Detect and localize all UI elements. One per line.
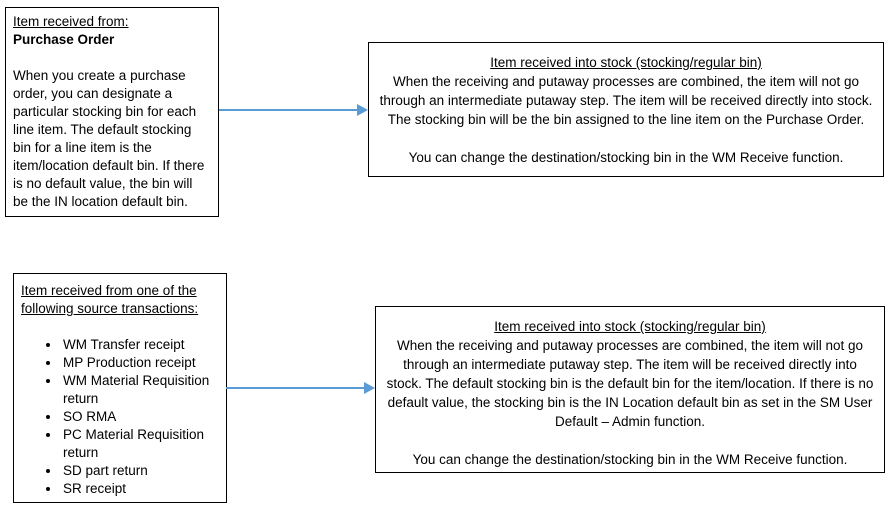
result-box-body: When the receiving and putaway processes…	[386, 338, 874, 429]
result-box-purchase-order: Item received into stock (stocking/regul…	[368, 42, 884, 177]
flow-arrow-bottom	[226, 382, 375, 394]
spacer	[13, 49, 211, 67]
result-box-transactions: Item received into stock (stocking/regul…	[375, 306, 885, 473]
result-box-body: When the receiving and putaway processes…	[379, 74, 873, 127]
result-box-heading: Item received into stock (stocking/regul…	[490, 55, 762, 70]
source-box-transactions: Item received from one of the following …	[13, 273, 227, 503]
list-item: PC Material Requisition return	[61, 426, 219, 462]
list-item: MP Production receipt	[61, 354, 219, 372]
arrowhead-icon	[357, 104, 368, 116]
source-box-heading: Item received from:	[13, 14, 129, 29]
list-item: WM Material Requisition return	[61, 372, 219, 408]
result-box-footer: You can change the destination/stocking …	[412, 452, 848, 467]
source-box-body: When you create a purchase order, you ca…	[13, 68, 205, 209]
list-item: SO RMA	[61, 408, 219, 426]
result-box-heading: Item received into stock (stocking/regul…	[494, 319, 766, 334]
spacer	[377, 129, 875, 148]
source-box-subheading: Purchase Order	[13, 32, 115, 47]
list-item: WM Transfer receipt	[61, 336, 219, 354]
source-box-heading: Item received from one of the following …	[21, 283, 199, 316]
spacer	[21, 318, 219, 336]
source-box-purchase-order: Item received from: Purchase Order When …	[5, 7, 219, 217]
spacer	[384, 431, 876, 450]
result-box-footer: You can change the destination/stocking …	[408, 150, 844, 165]
list-item: SR receipt	[61, 480, 219, 498]
source-transactions-list: WM Transfer receipt MP Production receip…	[21, 336, 219, 498]
list-item: SD part return	[61, 462, 219, 480]
arrowhead-icon	[364, 382, 375, 394]
flow-arrow-top	[219, 104, 368, 116]
